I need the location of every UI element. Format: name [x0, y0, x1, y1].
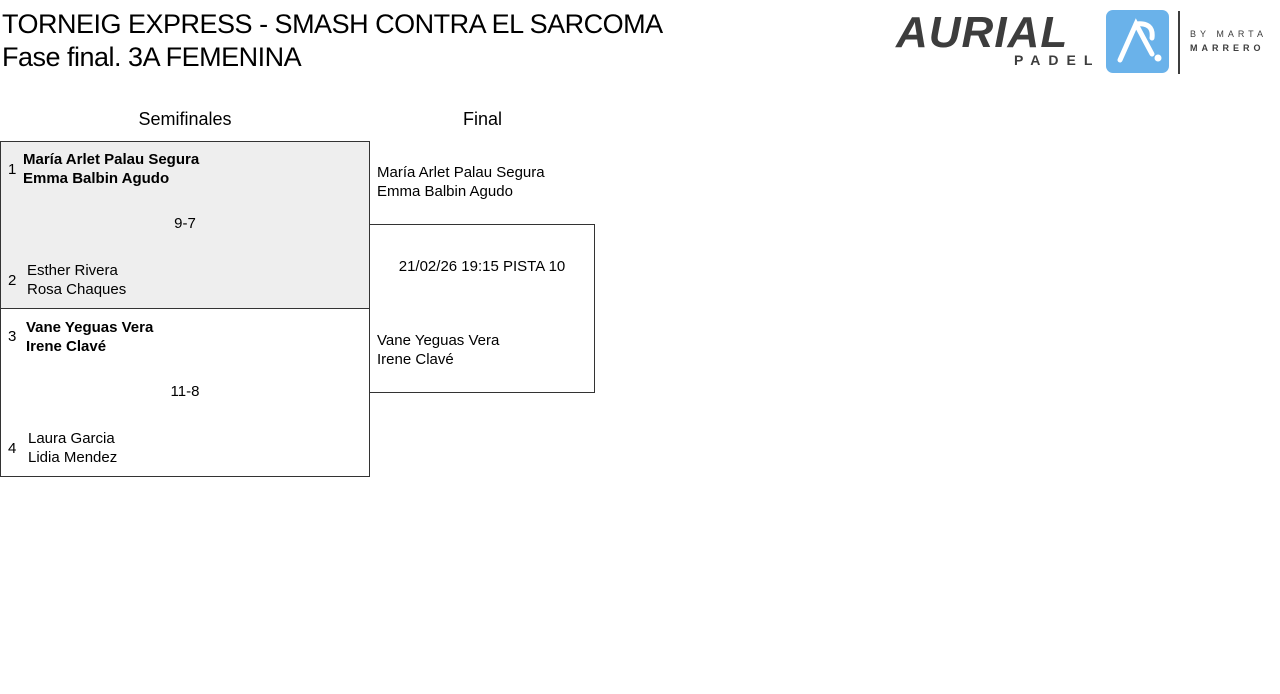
match-score: 9-7: [174, 215, 196, 232]
player-name: María Arlet Palau Segura: [23, 151, 200, 168]
match-score: 11-8: [170, 383, 200, 400]
logo-name: MARRERO: [1190, 43, 1265, 53]
player-name: Emma Balbin Agudo: [377, 183, 513, 200]
player-name: Rosa Chaques: [27, 281, 127, 298]
team-bottom: Esther Rivera Rosa Chaques: [27, 261, 126, 299]
page-subtitle: Fase final. 3A FEMENINA: [2, 42, 302, 72]
aurial-padel-logo: AURIAL PADEL BY MARTA MARRERO: [896, 8, 1276, 76]
player-name: Irene Clavé: [377, 351, 454, 368]
logo-divider: [1178, 11, 1180, 74]
final-schedule: 21/02/26 19:15 PISTA 10: [398, 258, 566, 275]
seed-number: 4: [8, 440, 17, 457]
final-match: 21/02/26 19:15 PISTA 10 Vane Yeguas Vera…: [369, 224, 595, 393]
player-name: Emma Balbin Agudo: [23, 170, 170, 187]
logo-brand: AURIAL: [896, 8, 1069, 57]
logo-by: BY MARTA: [1190, 29, 1268, 39]
semifinal-match-2: 3 Vane Yeguas Vera Irene Clavé 11-8 4 La…: [0, 308, 370, 477]
ap-mark-icon: [1106, 10, 1169, 73]
column-header-final: Final: [462, 109, 502, 129]
player-name: Vane Yeguas Vera: [377, 332, 500, 349]
seed-number: 3: [8, 328, 17, 345]
player-name: Lidia Mendez: [28, 449, 118, 466]
logo-sub: PADEL: [1014, 52, 1101, 68]
column-header-semis: Semifinales: [138, 109, 232, 129]
team-top: Vane Yeguas Vera Irene Clavé: [26, 318, 153, 356]
page-title: TORNEIG EXPRESS - SMASH CONTRA EL SARCOM…: [2, 9, 663, 39]
final-team-bottom: Vane Yeguas Vera Irene Clavé: [377, 331, 499, 369]
seed-number: 1: [8, 161, 17, 178]
player-name: María Arlet Palau Segura: [377, 164, 545, 181]
team-top: María Arlet Palau Segura Emma Balbin Agu…: [23, 150, 199, 188]
semifinal-match-1: 1 María Arlet Palau Segura Emma Balbin A…: [0, 141, 370, 309]
final-team-top: María Arlet Palau Segura Emma Balbin Agu…: [377, 163, 545, 201]
player-name: Irene Clavé: [26, 338, 107, 355]
seed-number: 2: [8, 272, 17, 289]
team-bottom: Laura Garcia Lidia Mendez: [28, 429, 117, 467]
player-name: Esther Rivera: [27, 262, 118, 279]
player-name: Laura Garcia: [28, 430, 115, 447]
player-name: Vane Yeguas Vera: [26, 319, 154, 336]
